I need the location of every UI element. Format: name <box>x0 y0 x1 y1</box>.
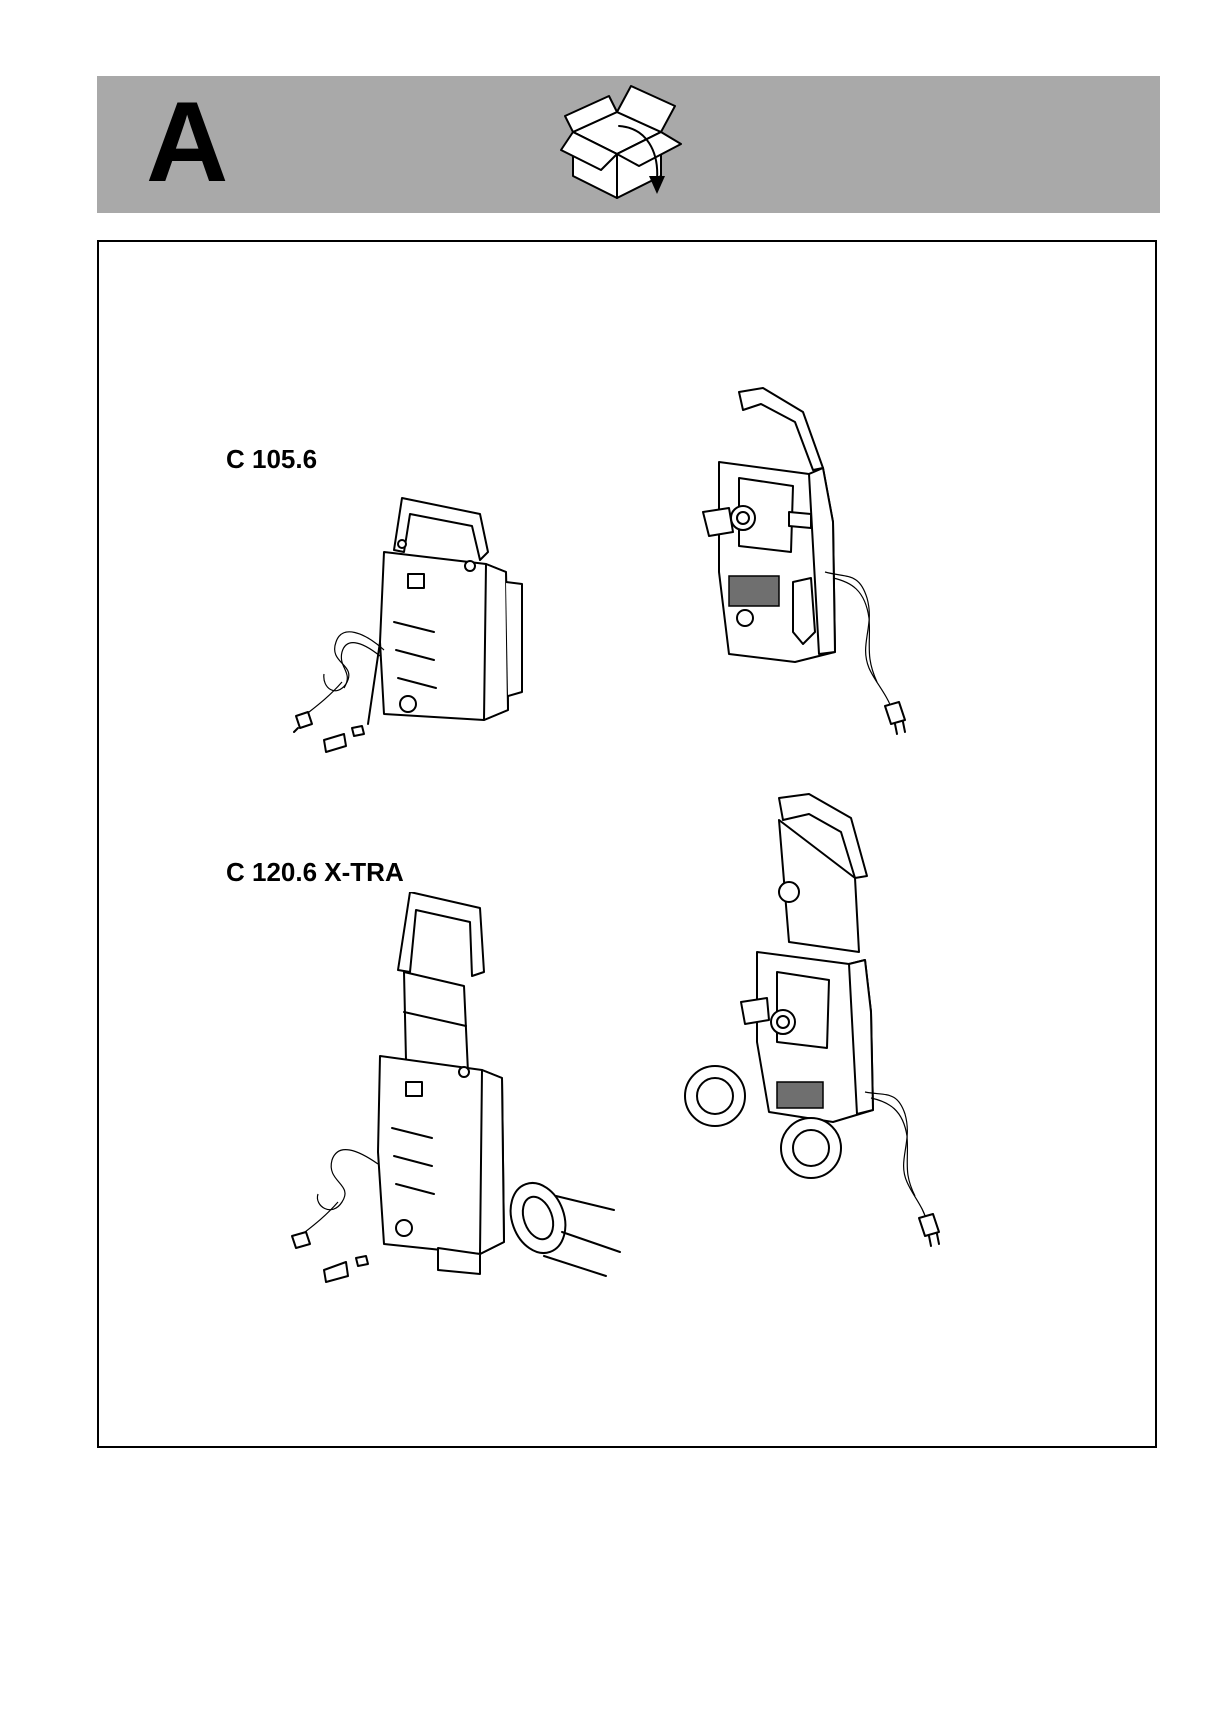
model-label-c105: C 105.6 <box>226 444 317 475</box>
section-letter: A <box>146 86 228 200</box>
pressure-washer-wheeled-rear-icon <box>659 792 999 1252</box>
open-box-unpack-icon <box>559 80 689 206</box>
model-label-c120: C 120.6 X-TRA <box>226 857 404 888</box>
pressure-washer-wheeled-front-icon <box>284 892 704 1312</box>
pressure-washer-rear-icon <box>699 382 999 762</box>
pressure-washer-front-icon <box>284 492 584 792</box>
header-band: A <box>97 76 1160 213</box>
figure-frame: C 105.6 C 120.6 X-TRA <box>97 240 1157 1448</box>
